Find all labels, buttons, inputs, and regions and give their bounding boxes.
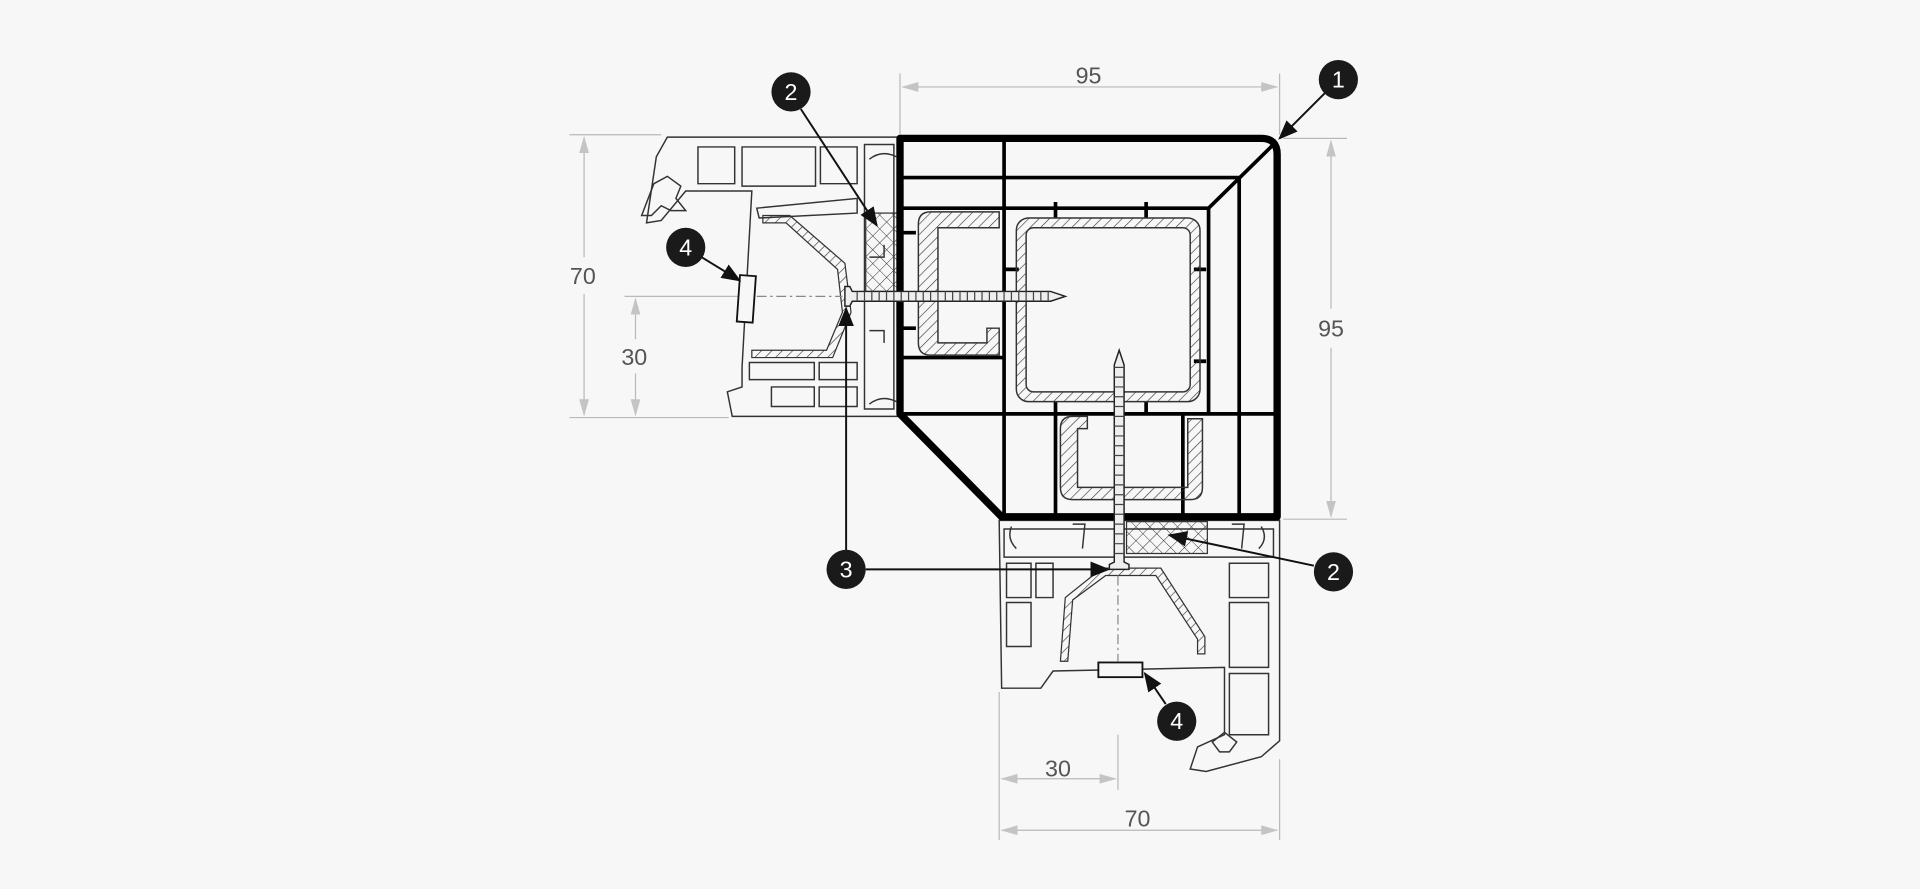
dimension-left-30: 30 xyxy=(621,295,741,417)
svg-text:4: 4 xyxy=(679,234,692,260)
callout-2-bottom: 2 xyxy=(1313,552,1354,592)
dimension-bottom-70: 70 xyxy=(1000,806,1279,836)
leader-2-top xyxy=(799,108,878,227)
svg-text:3: 3 xyxy=(840,556,853,582)
dimension-label-bottom-70: 70 xyxy=(1125,806,1151,832)
screw-vertical xyxy=(1108,347,1130,571)
leader-2-bottom xyxy=(1167,531,1315,567)
callout-3: 3 xyxy=(826,549,866,589)
dimension-top: 95 xyxy=(899,62,1281,135)
dimension-left-70: 70 xyxy=(569,134,729,419)
corner-post-profile xyxy=(896,134,1281,521)
dimension-label-left-30: 30 xyxy=(621,344,647,370)
seal-tape-left xyxy=(865,212,899,293)
leader-1 xyxy=(1278,92,1326,140)
seal-tape-bottom xyxy=(1125,521,1208,555)
svg-text:2: 2 xyxy=(1327,559,1340,585)
dimension-right: 95 xyxy=(1283,137,1347,520)
leader-4-bottom xyxy=(1143,671,1167,705)
svg-text:1: 1 xyxy=(1332,67,1345,93)
callout-1: 1 xyxy=(1318,60,1358,100)
svg-text:4: 4 xyxy=(1170,708,1183,734)
dimension-label-top: 95 xyxy=(1076,62,1102,88)
svg-text:2: 2 xyxy=(785,79,798,105)
callout-4-left: 4 xyxy=(666,227,706,267)
callout-4-bottom: 4 xyxy=(1157,701,1197,741)
dimension-label-right: 95 xyxy=(1318,316,1344,342)
cap-left xyxy=(735,274,757,324)
dimension-label-left-70: 70 xyxy=(570,263,596,289)
leader-4-left xyxy=(701,256,742,282)
dimension-bottom-30: 30 xyxy=(998,691,1281,841)
bottom-sash-profile xyxy=(998,519,1281,773)
callout-2-top: 2 xyxy=(771,72,811,112)
left-sash-profile xyxy=(640,136,901,418)
screw-horizontal xyxy=(844,285,1068,307)
dimension-label-bottom-30: 30 xyxy=(1045,755,1071,781)
cap-bottom xyxy=(1097,661,1144,679)
